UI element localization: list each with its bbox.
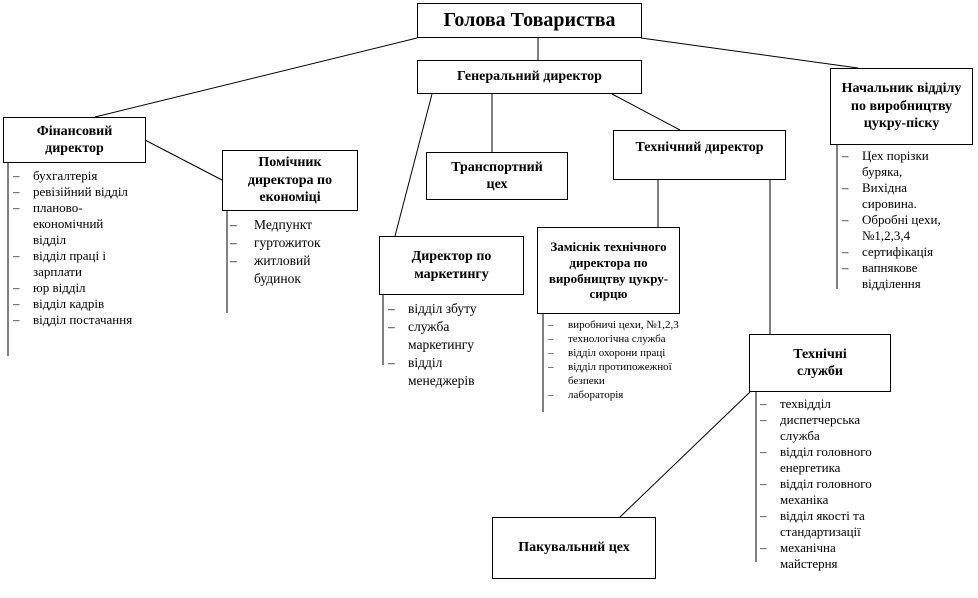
packing-shop-label: Пакувальний цех	[518, 540, 630, 556]
line-financial-assistant	[144, 139, 223, 181]
list-item: відділ менеджерів	[384, 354, 514, 390]
deputy-technical-label: Заміснік технічного директора по виробни…	[548, 239, 669, 302]
list-item: служба маркетингу	[384, 318, 514, 354]
list-item: відділ головного механіка	[756, 476, 906, 508]
technical-services-label: Технічні служби	[793, 346, 847, 380]
list-item: Медпункт	[226, 216, 366, 234]
list-item: ревізійний відділ	[9, 184, 159, 200]
transport-shop-label: Транспортний цех	[451, 159, 543, 193]
technical-services-box: Технічні служби	[749, 334, 891, 392]
sugar-head-label: Начальник відділу по виробництву цукру-п…	[841, 81, 962, 132]
financial-list: бухгалтерія ревізійний відділ планово-ек…	[9, 168, 159, 328]
list-item: відділ головного енергетика	[756, 444, 906, 476]
head-label: Голова Товариства	[443, 9, 616, 31]
list-item: лабораторія	[544, 388, 704, 402]
list-item: вапнякове відділення	[838, 260, 976, 292]
packing-shop-box: Пакувальний цех	[492, 517, 656, 579]
line-head-financial	[94, 37, 418, 118]
list-item: відділ збуту	[384, 300, 514, 318]
list-item: відділ якості та стандартизації	[756, 508, 906, 540]
head-box: Голова Товариства	[417, 3, 642, 38]
line-general-technical	[611, 93, 681, 131]
list-item: техвідділ	[756, 396, 906, 412]
list-item: Обробні цехи, №1,2,3,4	[838, 212, 976, 244]
list-item: відділ охорони праці	[544, 346, 704, 360]
marketing-list: відділ збуту служба маркетингу відділ ме…	[384, 300, 514, 390]
general-director-label: Генеральний директор	[457, 69, 602, 85]
list-item: відділ постачання	[9, 312, 159, 328]
list-item: відділ праці і зарплати	[9, 248, 159, 280]
line-general-marketing	[394, 93, 433, 237]
services-list: техвідділ диспетчерська служба відділ го…	[756, 396, 906, 572]
economics-assistant-label: Помічник директора по економіці	[247, 155, 333, 206]
list-item: Цех порізки буряка,	[838, 148, 976, 180]
financial-director-box: Фінансовий директор	[3, 117, 146, 163]
sugar-list: Цех порізки буряка, Вихідна сировина. Об…	[838, 148, 976, 292]
economics-assistant-box: Помічник директора по економіці	[222, 150, 358, 211]
list-item: виробничі цехи, №1,2,3	[544, 318, 704, 332]
line-services-packing	[619, 391, 751, 518]
list-item: житловий будинок	[226, 252, 366, 288]
marketing-director-label: Директор по маркетингу	[411, 249, 492, 282]
list-item: відділ кадрів	[9, 296, 159, 312]
list-item: диспетчерська служба	[756, 412, 906, 444]
deputy-list: виробничі цехи, №1,2,3 технологічна служ…	[544, 318, 704, 402]
line-head-sugar	[640, 37, 859, 69]
list-item: бухгалтерія	[9, 168, 159, 184]
economics-list: Медпункт гуртожиток житловий будинок	[226, 216, 366, 288]
technical-director-label: Технічний директор	[635, 140, 764, 155]
marketing-director-box: Директор по маркетингу	[379, 236, 524, 295]
list-item: технологічна служба	[544, 332, 704, 346]
financial-director-label: Фінансовий директор	[36, 123, 113, 157]
list-item: сертифікація	[838, 244, 976, 260]
technical-director-box: Технічний директор	[613, 130, 786, 180]
list-item: Вихідна сировина.	[838, 180, 976, 212]
list-item: відділ протипожежної безпеки	[544, 360, 704, 388]
deputy-technical-box: Заміснік технічного директора по виробни…	[537, 227, 680, 314]
list-item: планово-економічний відділ	[9, 200, 159, 248]
list-item: механічна майстерня	[756, 540, 906, 572]
sugar-head-box: Начальник відділу по виробництву цукру-п…	[830, 68, 973, 145]
general-director-box: Генеральний директор	[417, 60, 642, 94]
list-item: гуртожиток	[226, 234, 366, 252]
transport-shop-box: Транспортний цех	[426, 152, 568, 200]
list-item: юр відділ	[9, 280, 159, 296]
